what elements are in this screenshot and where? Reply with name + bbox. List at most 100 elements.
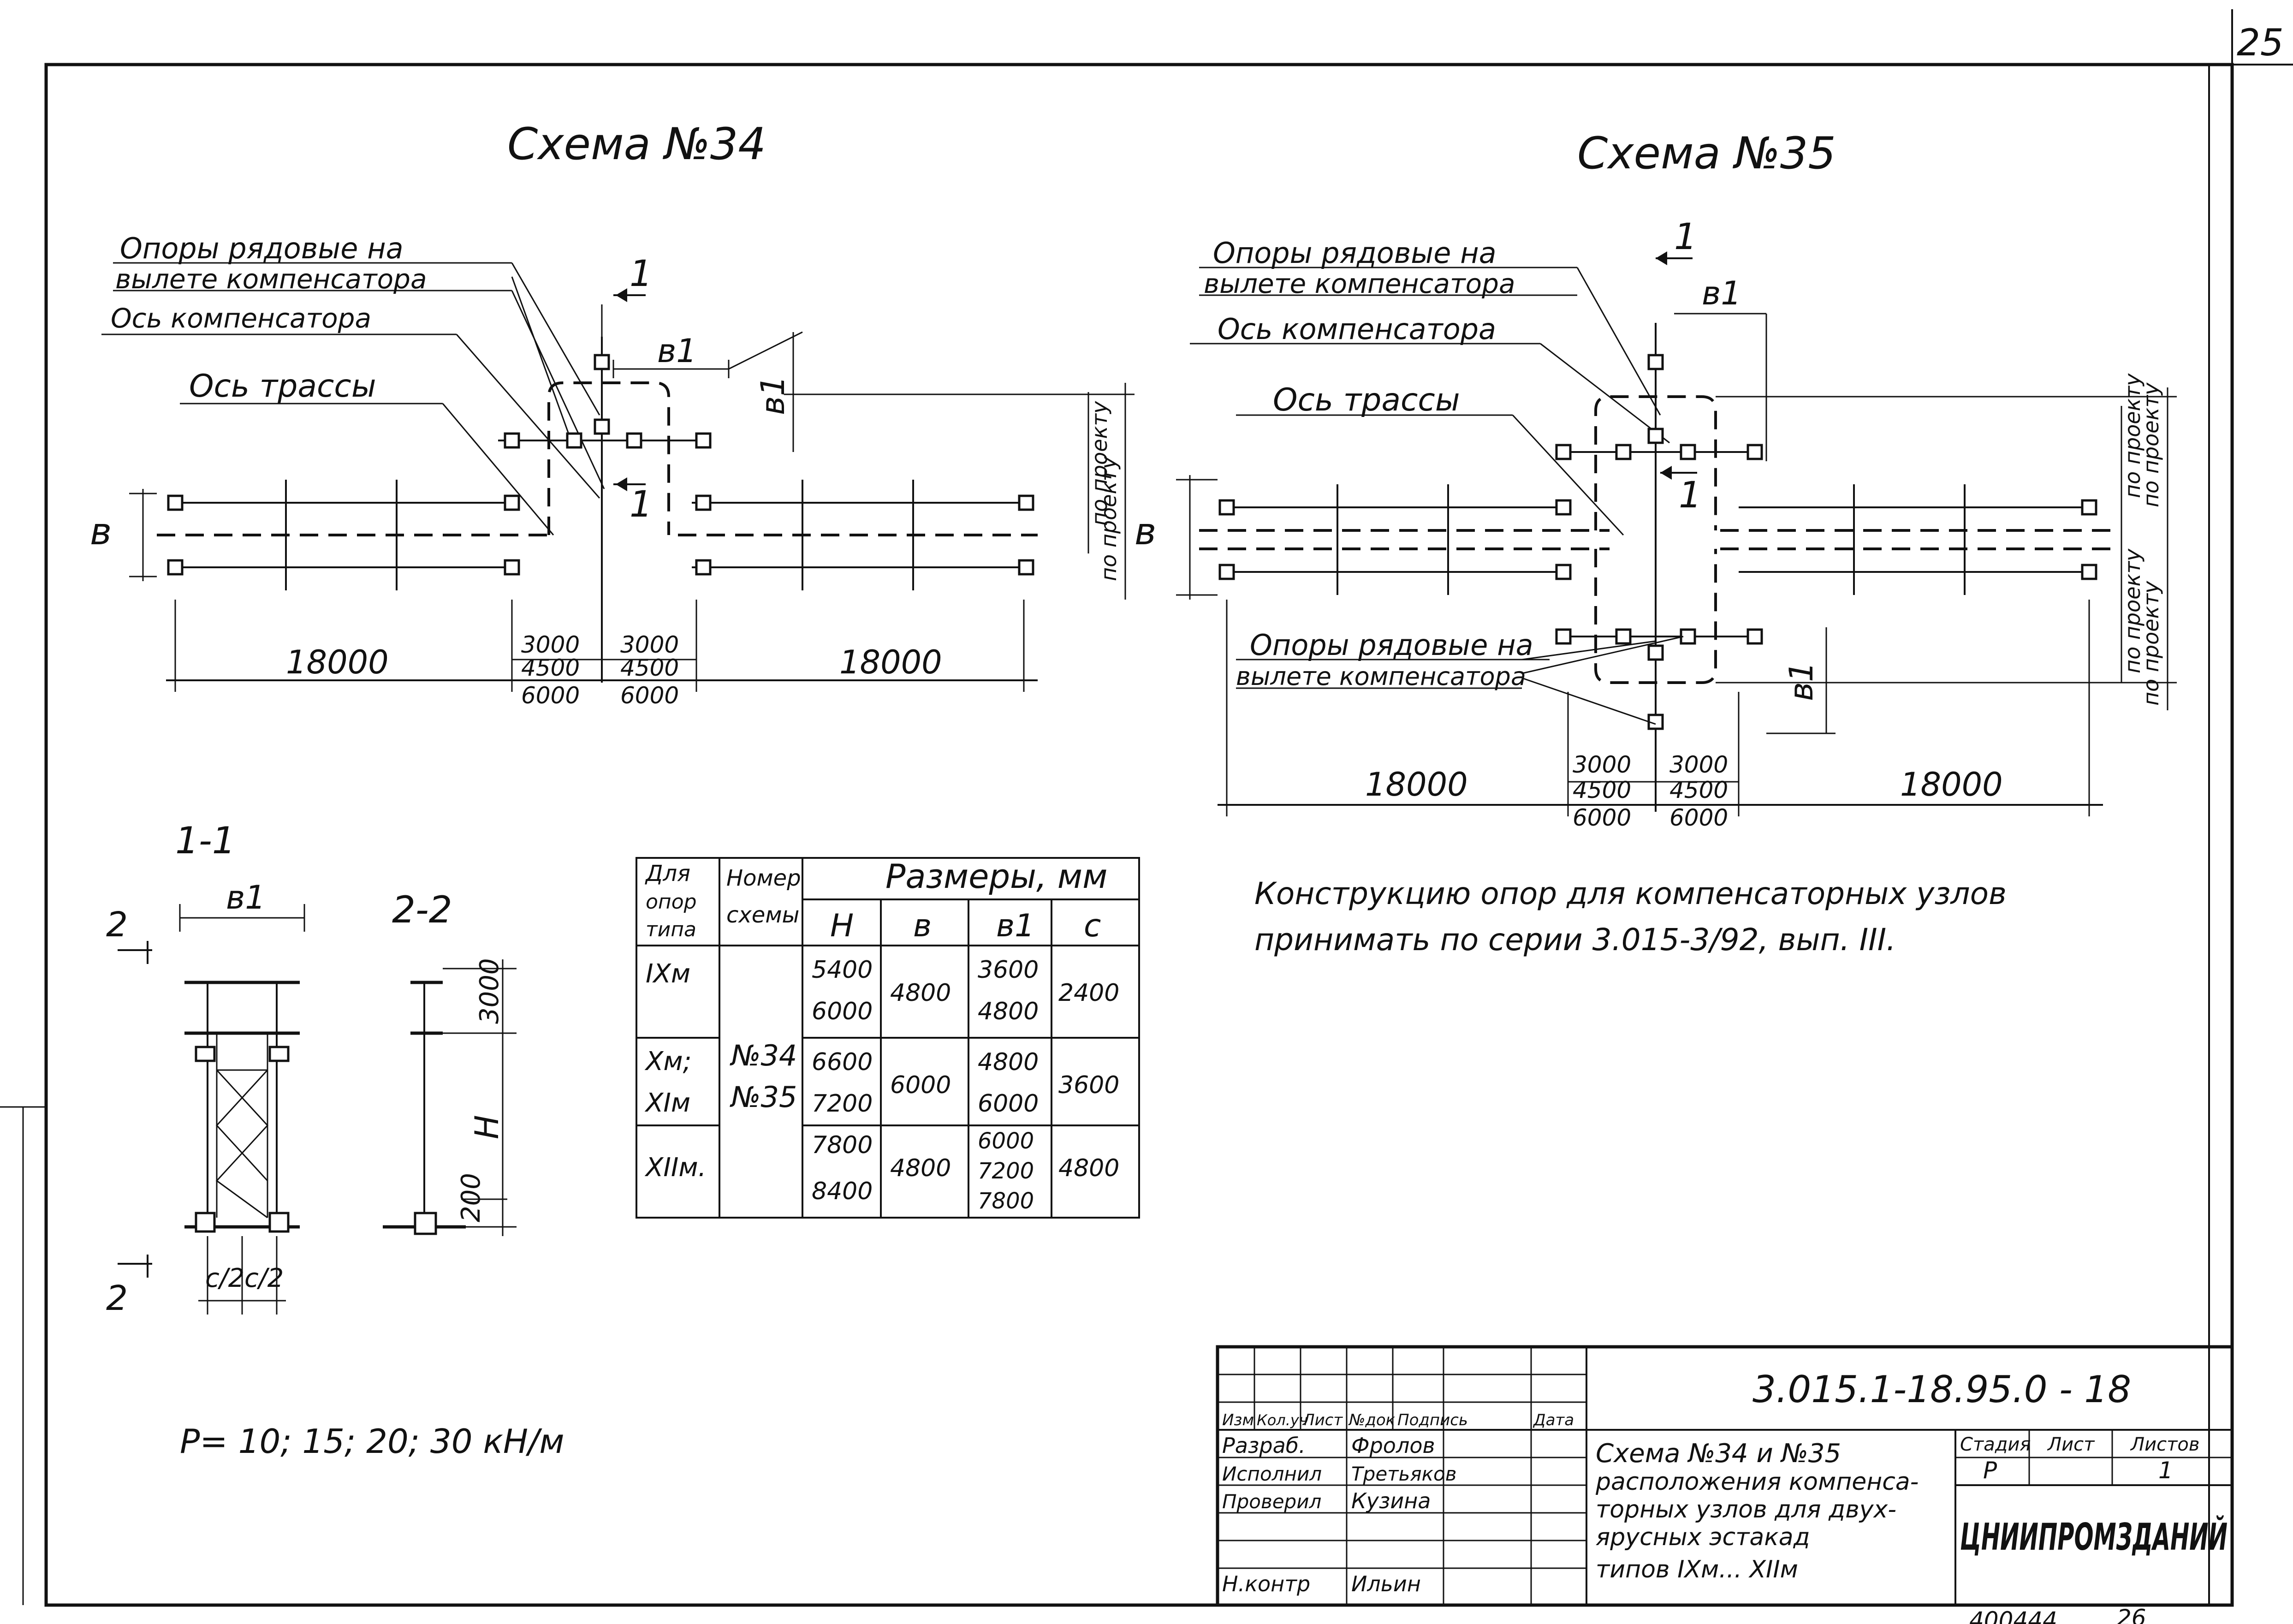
table-row2-b1-1: 4800 xyxy=(978,1048,1039,1076)
s35-dim-project-2: по проекту xyxy=(2139,382,2163,507)
s35-label-route-axis: Ось трассы xyxy=(1273,382,1460,418)
tb-desc-4: ярусных эстакад xyxy=(1596,1523,1810,1551)
scheme-35: Схема №35 Опоры рядовые на вылете компен… xyxy=(1135,128,2177,831)
sizes-table: Для опор типа Номер схемы Размеры, мм Н … xyxy=(636,857,1140,1219)
table-row2-H2: 7200 xyxy=(812,1090,873,1118)
table-col-b: в xyxy=(913,908,932,944)
section-2-2: 2-2 3000 Н 200 xyxy=(383,888,517,1236)
table-row3-H1: 7800 xyxy=(812,1131,873,1159)
tb-role-1: Разраб. xyxy=(1222,1433,1306,1458)
tb-org: ЦНИИПРОМЗДАНИЙ xyxy=(1960,1515,2228,1559)
table-row1-H2: 6000 xyxy=(812,998,873,1025)
tb-col-doc: №док xyxy=(1348,1411,1396,1429)
section-2-2-dim-3000: 3000 xyxy=(475,958,505,1024)
section-1-1-mark-bottom: 2 xyxy=(106,1279,128,1318)
s35-dim-project-4: по проекту xyxy=(2139,581,2163,706)
s35-section-mark-bottom: 1 xyxy=(1679,475,1702,516)
sheet-number: 25 xyxy=(2237,21,2284,64)
table-header-type-2: опор xyxy=(646,890,697,914)
table-row1-b: 4800 xyxy=(890,979,951,1007)
s35-dim-b: в xyxy=(1135,510,1156,553)
construction-note-line1: Конструкцию опор для компенсаторных узло… xyxy=(1254,876,2007,911)
s34-dim-4500-left: 4500 xyxy=(521,654,580,681)
scheme-34: Схема №34 Опоры рядовые на вылете компен… xyxy=(90,119,1135,709)
table-scheme-34: №34 xyxy=(730,1039,797,1072)
s34-dim-3000-left: 3000 xyxy=(521,631,580,658)
section-2-2-title: 2-2 xyxy=(392,888,452,931)
drawing-frame xyxy=(44,63,2234,1607)
s35-dim-6000-right: 6000 xyxy=(1669,804,1728,831)
s34-label-comp-axis: Ось компенсатора xyxy=(111,303,371,334)
s35-dim-4500-left: 4500 xyxy=(1573,777,1631,803)
s35-dim-b1-top: в1 xyxy=(1702,274,1741,312)
s34-dim-3000-right: 3000 xyxy=(620,631,679,658)
table-row1-b1-1: 3600 xyxy=(978,956,1039,984)
s35-label-supports: Опоры рядовые на xyxy=(1213,236,1497,270)
s34-label-supports: Опоры рядовые на xyxy=(120,232,404,265)
table-row2-type-1: Хм; xyxy=(644,1047,691,1077)
s34-label-route-axis: Ось трассы xyxy=(189,368,376,405)
s35-dim-project-3: по проекту xyxy=(2120,548,2145,673)
table-row3-c: 4800 xyxy=(1058,1154,1119,1182)
s35-dim-span-left: 18000 xyxy=(1365,766,1468,803)
s34-dim-project-1: по проекту xyxy=(1087,401,1112,526)
table-row1-c: 2400 xyxy=(1058,979,1119,1007)
stamp-bottom: 400444 xyxy=(1969,1607,2057,1624)
s35-label-supports-b-2: вылете компенсатора xyxy=(1236,662,1526,691)
table-row1-H1: 5400 xyxy=(812,956,873,984)
table-row2-b: 6000 xyxy=(890,1071,951,1099)
s34-dim-6000-left: 6000 xyxy=(521,682,580,709)
tb-name-1: Фролов xyxy=(1351,1433,1435,1458)
tb-col-sign: Подпись xyxy=(1397,1411,1468,1429)
s35-dim-b1-bottom: в1 xyxy=(1782,661,1820,701)
section-2-2-dim-H: Н xyxy=(468,1115,506,1139)
section-2-2-dim-200: 200 xyxy=(456,1173,486,1222)
tb-role-4: Н.контр xyxy=(1222,1571,1310,1596)
tb-name-2: Третьяков xyxy=(1351,1463,1456,1485)
s35-label-supports-b: Опоры рядовые на xyxy=(1250,628,1533,662)
s35-supports xyxy=(1218,354,2097,730)
section-1-1-dim-b1: в1 xyxy=(226,879,266,916)
s34-supports xyxy=(167,354,1034,576)
title-block: Изм Кол.уч Лист №док Подпись Дата Разраб… xyxy=(1216,1345,2234,1607)
s35-dim-4500-right: 4500 xyxy=(1669,777,1728,803)
s34-section-mark-top: 1 xyxy=(630,253,653,295)
table-col-b1: в1 xyxy=(996,908,1034,944)
construction-note-line2: принимать по серии 3.015-3/92, вып. III. xyxy=(1254,922,1896,958)
s35-section-mark-top: 1 xyxy=(1674,216,1697,258)
section-1-1-dim-c2a: с/2 xyxy=(205,1263,244,1293)
tb-desc-3: торных узлов для двух- xyxy=(1596,1496,1896,1523)
s34-dim-span-left: 18000 xyxy=(286,643,389,681)
tb-name-3: Кузина xyxy=(1351,1488,1431,1513)
table-header-scheme-2: схемы xyxy=(726,902,799,928)
tb-role-3: Проверил xyxy=(1222,1490,1321,1513)
s35-label-comp-axis: Ось компенсатора xyxy=(1218,312,1496,346)
tb-col-date: Дата xyxy=(1533,1411,1574,1429)
tb-desc-5: типов IХм... ХIIм xyxy=(1596,1556,1798,1583)
s34-dim-b1-v: в1 xyxy=(754,375,792,415)
table-row2-c: 3600 xyxy=(1058,1071,1119,1099)
table-row2-type-2: ХIм xyxy=(644,1088,690,1118)
s34-dim-project-2: по проекту xyxy=(1096,456,1121,581)
table-row3-b1-3: 7800 xyxy=(978,1188,1034,1214)
s34-dim-b: в xyxy=(90,510,112,553)
tb-desc-2: расположения компенса- xyxy=(1595,1468,1919,1496)
s35-label-supports-2: вылете компенсатора xyxy=(1204,268,1515,299)
tb-desc-1: Схема №34 и №35 xyxy=(1596,1439,1841,1469)
tb-col-list: Лист xyxy=(1302,1411,1343,1429)
load-note: P= 10; 15; 20; 30 кН/м xyxy=(180,1422,564,1461)
table-col-c: с xyxy=(1084,908,1101,944)
table-header-scheme-1: Номер xyxy=(726,865,801,891)
table-header-type-1: Для xyxy=(645,861,690,886)
table-header-type-3: типа xyxy=(646,918,696,941)
s35-dim-project-1: по проекту xyxy=(2120,373,2145,498)
table-row1-type: IХм xyxy=(646,959,690,989)
section-1-1-title: 1-1 xyxy=(175,819,236,862)
s34-label-supports-2: вылете компенсатора xyxy=(115,263,427,295)
table-row3-type: ХIIм. xyxy=(644,1153,706,1183)
table-row3-b1-1: 6000 xyxy=(978,1128,1034,1154)
table-header-sizes: Размеры, мм xyxy=(885,857,1107,896)
section-1-1-mark-top: 2 xyxy=(106,905,128,945)
